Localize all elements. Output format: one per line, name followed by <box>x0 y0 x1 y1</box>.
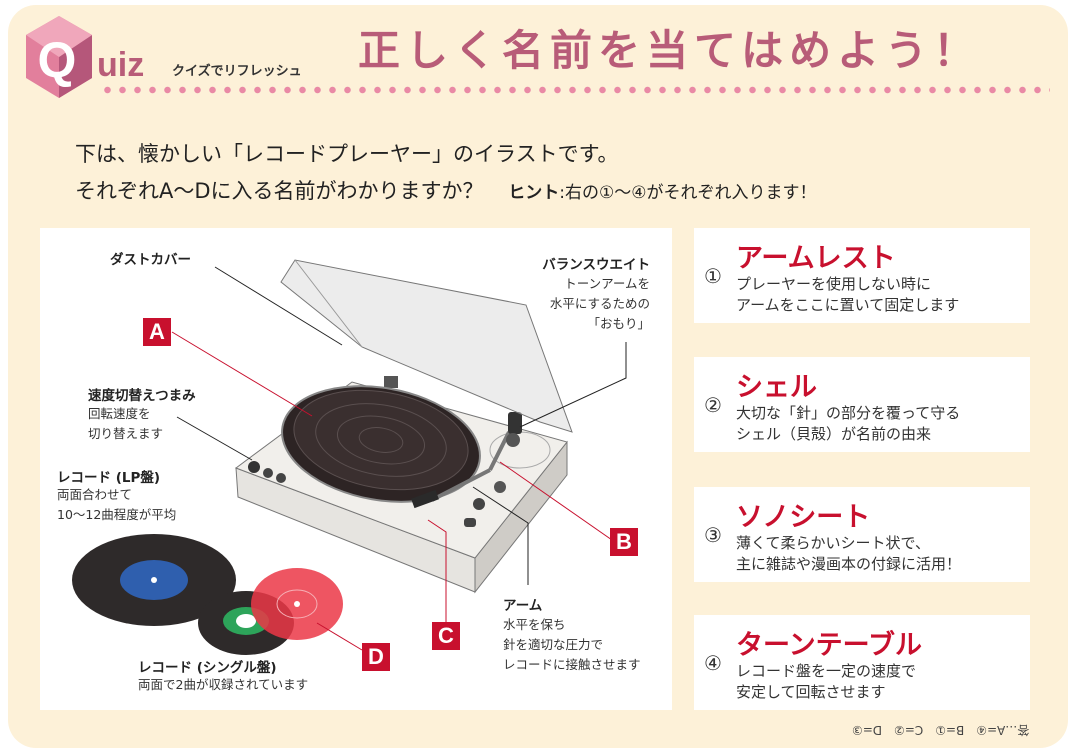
choice-card-3: ③ ソノシート 薄くて柔らかいシート状で、 主に雑誌や漫画本の付録に活用！ <box>694 487 1030 582</box>
quiz-subtitle: クイズでリフレッシュ <box>172 64 302 79</box>
single-desc: 両面で2曲が収録されています <box>138 677 309 692</box>
marker-c: C <box>432 622 460 650</box>
label-single: レコード (シングル盤) <box>138 660 277 676</box>
q-badge-icon: Q <box>26 16 92 98</box>
choice-card-1: ① アームレスト プレーヤーを使用しない時に アームをここに置いて固定します <box>694 228 1030 323</box>
desc-line: 両面合わせて <box>57 487 133 502</box>
choice-desc: 薄くて柔らかいシート状で、 主に雑誌や漫画本の付録に活用！ <box>736 534 962 573</box>
desc-line: レコードに接触させます <box>503 657 641 672</box>
q-badge-letter: Q <box>38 32 77 88</box>
choice-number: ③ <box>704 523 722 547</box>
desc-line: 「おもり」 <box>587 316 650 331</box>
choice-number: ④ <box>704 651 722 675</box>
hinge-icon <box>384 376 398 388</box>
choice-desc: 大切な「針」の部分を覆って守る シェル（貝殻）が名前の由来 <box>736 404 961 443</box>
choice-name: アームレスト <box>736 243 896 274</box>
marker-d: D <box>362 643 390 671</box>
desc-line: 水平を保ち <box>503 617 566 632</box>
desc-line: 10～12曲程度が平均 <box>57 507 177 522</box>
shell-icon <box>411 489 439 509</box>
desc-line: 切り替えます <box>88 426 164 441</box>
choice-card-4: ④ ターンテーブル レコード盤を一定の速度で 安定して回転させます <box>694 615 1030 710</box>
desc-line: 針を適切な圧力で <box>503 637 604 652</box>
choice-card-2: ② シェル 大切な「針」の部分を覆って守る シェル（貝殻）が名前の由来 <box>694 357 1030 452</box>
marker-a: A <box>143 318 171 346</box>
label-lp: レコード (LP盤) <box>57 470 161 486</box>
label-dust-cover: ダストカバー <box>110 252 191 268</box>
arm-desc: 水平を保ち 針を適切な圧力で レコードに接触させます <box>503 615 641 675</box>
quiz-word: uiz <box>97 46 145 84</box>
choice-desc: レコード盤を一定の速度で 安定して回転させます <box>736 662 917 701</box>
intro-question: それぞれA～Dに入る名前がわかりますか？ <box>75 179 484 203</box>
upside-down-answer: 答…A=④ B=① C=② D=③ <box>852 723 1030 737</box>
intro-line-2: それぞれA～Dに入る名前がわかりますか？ ヒント:右の①～④がそれぞれ入ります！ <box>75 175 816 205</box>
dotted-divider <box>100 86 1050 94</box>
choice-name: シェル <box>736 372 817 403</box>
choice-number: ① <box>704 264 722 288</box>
label-speed-knob: 速度切替えつまみ <box>88 388 196 404</box>
label-balance-weight: バランスウエイト <box>542 257 650 273</box>
choice-name: ターンテーブル <box>736 630 923 661</box>
desc-line: 水平にするための <box>549 296 650 311</box>
choice-number: ② <box>704 393 722 417</box>
hint-label: ヒント <box>508 183 560 203</box>
choice-desc: プレーヤーを使用しない時に アームをここに置いて固定します <box>736 275 960 314</box>
marker-b: B <box>610 528 638 556</box>
speed-knob-desc: 回転速度を 切り替えます <box>88 404 163 444</box>
intro-line-1: 下は、懐かしい「レコードプレーヤー」のイラストです。 <box>75 142 619 166</box>
balance-weight-icon <box>508 412 522 434</box>
desc-line: トーンアームを <box>564 276 650 291</box>
balance-weight-desc: トーンアームを 水平にするための 「おもり」 <box>550 274 650 334</box>
choice-name: ソノシート <box>736 502 871 533</box>
label-arm: アーム <box>503 598 543 614</box>
desc-line: 回転速度を <box>88 406 151 421</box>
speed-knob-icon <box>248 461 260 473</box>
page-title: 正しく名前を当てはめよう！ <box>358 26 982 75</box>
hint-body: :右の①～④がそれぞれ入ります！ <box>559 183 817 203</box>
lp-desc: 両面合わせて 10～12曲程度が平均 <box>57 485 176 525</box>
